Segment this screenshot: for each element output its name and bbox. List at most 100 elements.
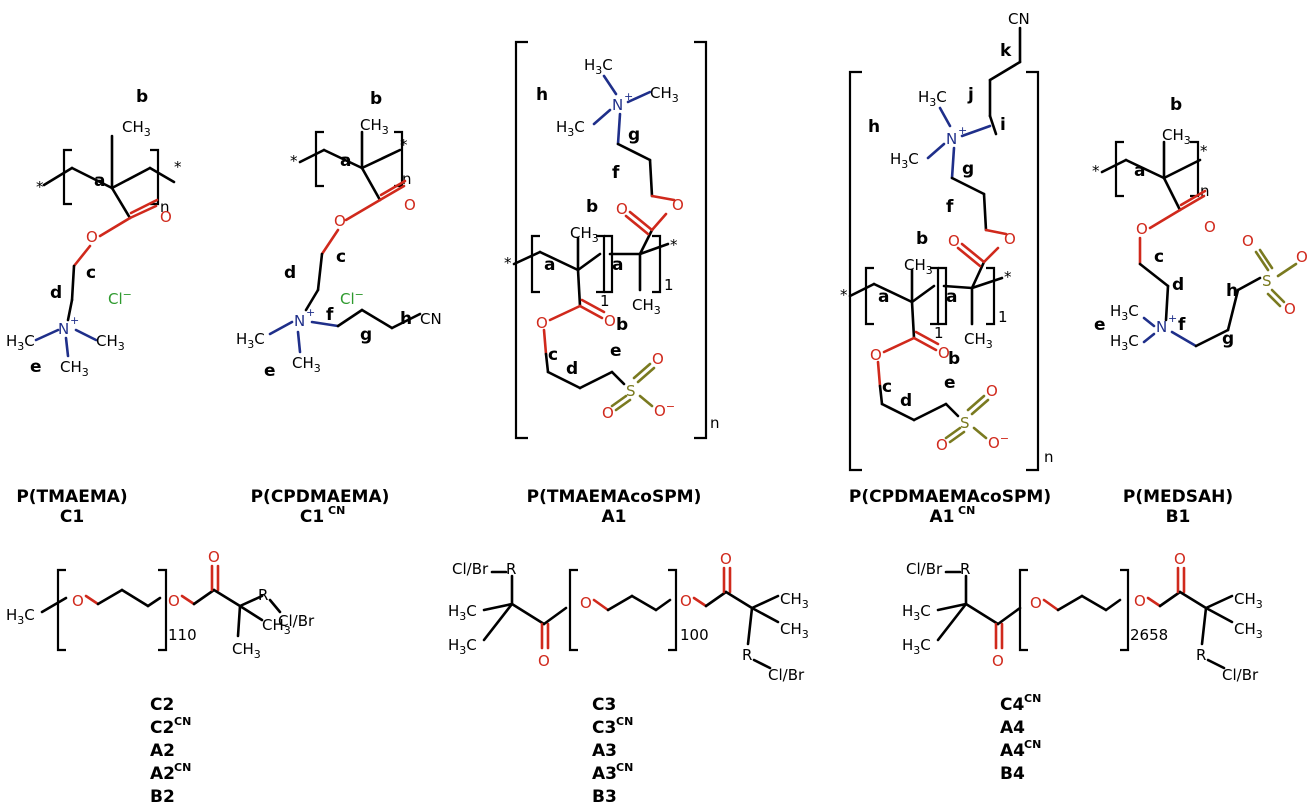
svg-text:+: + <box>70 314 79 327</box>
svg-text:n: n <box>402 170 412 188</box>
svg-text:CN: CN <box>420 310 442 328</box>
label-c: c <box>86 263 96 283</box>
svg-text:S: S <box>1262 272 1272 290</box>
svg-text:e: e <box>944 373 956 393</box>
svg-text:C2: C2 <box>150 718 174 738</box>
svg-text:O: O <box>616 200 628 218</box>
svg-text:a: a <box>946 287 957 307</box>
svg-text:CN: CN <box>1024 738 1041 751</box>
code-list-peg-110: C2 C2 CN A2 A2 CN B2 <box>150 695 191 804</box>
svg-text:H3C: H3C <box>902 636 931 657</box>
svg-text:CH3: CH3 <box>60 358 89 379</box>
svg-text:*: * <box>840 286 848 304</box>
svg-text:O: O <box>870 346 882 364</box>
svg-text:d: d <box>566 359 578 379</box>
svg-text:O: O <box>1242 232 1254 250</box>
svg-text:CH3: CH3 <box>964 330 993 351</box>
svg-text:CH3: CH3 <box>904 256 933 277</box>
svg-text:O: O <box>1030 594 1042 612</box>
svg-text:g: g <box>962 159 974 179</box>
svg-text:*: * <box>670 236 678 254</box>
label-d: d <box>50 283 62 303</box>
svg-text:a: a <box>878 287 889 307</box>
svg-text:Cl−: Cl− <box>340 288 364 308</box>
label-a: a <box>94 171 105 191</box>
svg-text:O: O <box>1134 592 1146 610</box>
svg-text:b: b <box>586 197 598 217</box>
structure-a1: n H3C CH3 H3C h N + g f O O b * * 1 1 <box>504 40 720 440</box>
svg-text:N: N <box>58 320 69 338</box>
svg-text:O: O <box>938 344 950 362</box>
svg-text:CH3: CH3 <box>780 590 809 611</box>
svg-text:O: O <box>1204 218 1216 236</box>
svg-text:O: O <box>1174 550 1186 568</box>
svg-text:H3C: H3C <box>6 606 35 627</box>
svg-text:d: d <box>900 391 912 411</box>
svg-text:B2: B2 <box>150 787 175 804</box>
name-a1: P(TMAEMAcoSPM) <box>527 487 702 507</box>
svg-text:1: 1 <box>998 308 1008 326</box>
svg-text:R: R <box>960 560 970 578</box>
peg-structure-100: Cl/Br R H3C H3C O O 100 O O CH3 CH3 R <box>448 550 809 684</box>
structure-a1cn: n CN k j i H3C H3C h N + g f O O b * <box>840 10 1054 472</box>
svg-text:d: d <box>1172 275 1184 295</box>
code-a1cn: A1 <box>930 507 955 527</box>
svg-text:g: g <box>628 125 640 145</box>
svg-text:c: c <box>882 377 892 397</box>
svg-text:A3: A3 <box>592 764 617 784</box>
svg-text:b: b <box>370 89 382 109</box>
svg-text:O: O <box>1004 230 1016 248</box>
svg-text:O: O <box>208 548 220 566</box>
svg-text:C2: C2 <box>150 695 174 715</box>
svg-text:e: e <box>264 361 276 381</box>
svg-text:Cl/Br: Cl/Br <box>1222 666 1259 684</box>
svg-text:O: O <box>680 592 692 610</box>
svg-text:A3: A3 <box>592 741 617 761</box>
svg-text:H3C: H3C <box>6 332 35 353</box>
svg-text:CH3: CH3 <box>96 332 125 353</box>
structure-c1: * * n CH3 b a O O c d N + Cl− H3C CH3 CH… <box>6 87 182 379</box>
svg-text:R: R <box>506 560 516 578</box>
svg-text:CH3: CH3 <box>232 640 261 661</box>
svg-text:O: O <box>536 314 548 332</box>
svg-text:b: b <box>916 229 928 249</box>
svg-text:O: O <box>538 652 550 670</box>
svg-text:f: f <box>946 197 954 217</box>
code-a1: A1 <box>602 507 627 527</box>
svg-text:CN: CN <box>174 715 191 728</box>
svg-text:h: h <box>1226 281 1238 301</box>
svg-text:O: O <box>72 592 84 610</box>
svg-text:R: R <box>1196 646 1206 664</box>
svg-text:c: c <box>548 345 558 365</box>
code-list-peg-2658: C4 CN A4 A4 CN B4 <box>1000 692 1041 784</box>
svg-text:O: O <box>1296 248 1308 266</box>
svg-text:n: n <box>710 414 720 432</box>
svg-text:b: b <box>616 315 628 335</box>
svg-text:H3C: H3C <box>584 56 613 77</box>
svg-text:Cl−: Cl− <box>108 288 132 308</box>
star-right: * <box>174 158 182 176</box>
name-c1: P(TMAEMA) <box>16 487 127 507</box>
structure-c1cn: * * n CH3 b a O O c d N + Cl− H3C CH3 e … <box>236 89 442 381</box>
svg-text:H3C: H3C <box>1110 302 1139 323</box>
svg-text:A4: A4 <box>1000 741 1025 761</box>
svg-text:CN: CN <box>174 761 191 774</box>
svg-text:A4: A4 <box>1000 718 1025 738</box>
star-left: * <box>36 178 44 196</box>
svg-text:O: O <box>580 594 592 612</box>
svg-text:R: R <box>742 646 752 664</box>
svg-text:j: j <box>967 85 974 105</box>
svg-text:S: S <box>960 414 970 432</box>
svg-text:O: O <box>672 196 684 214</box>
svg-text:S: S <box>626 382 636 400</box>
svg-text:O: O <box>86 228 98 246</box>
svg-text:Cl/Br: Cl/Br <box>768 666 805 684</box>
svg-text:h: h <box>400 309 412 329</box>
svg-text:c: c <box>336 247 346 267</box>
svg-text:g: g <box>360 325 372 345</box>
code-c1cn: C1 <box>300 507 324 527</box>
svg-text:CH3: CH3 <box>1162 126 1191 147</box>
svg-text:CH3: CH3 <box>1234 590 1263 611</box>
svg-text:O: O <box>986 382 998 400</box>
svg-text:*: * <box>1200 142 1208 160</box>
